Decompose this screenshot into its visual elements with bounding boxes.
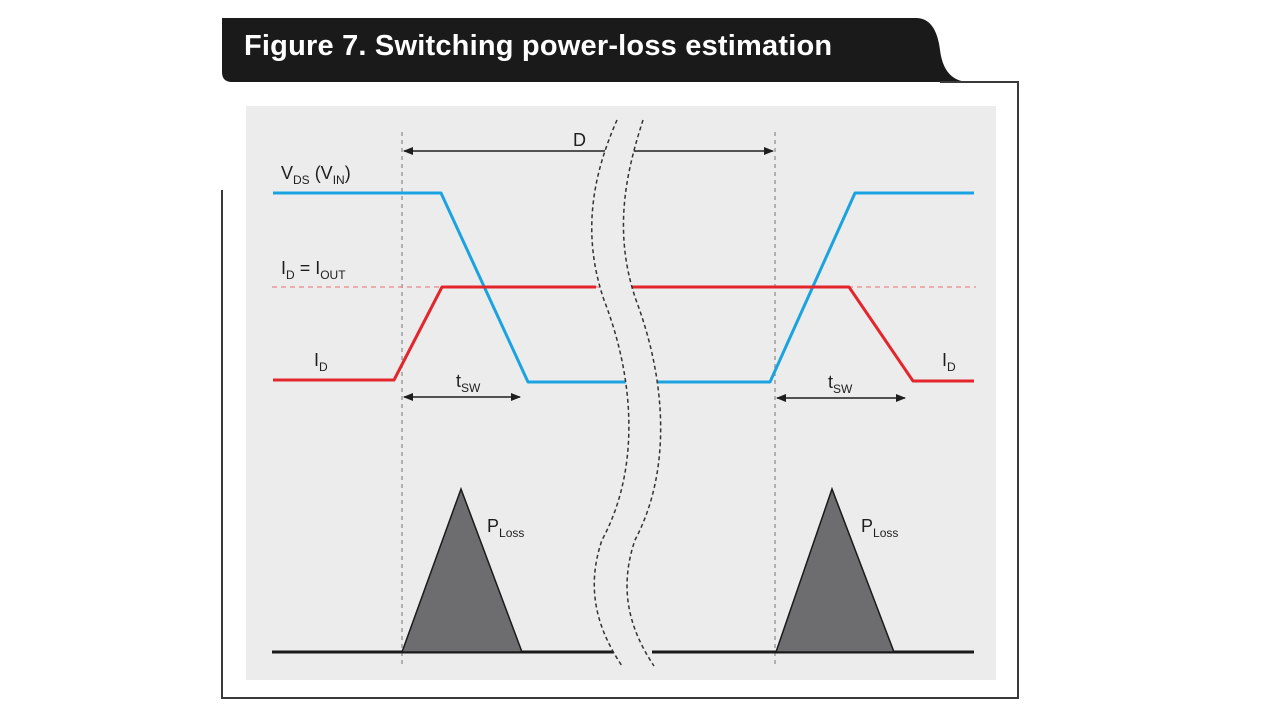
time-break-line-right — [622, 119, 662, 667]
ploss-right-label: PLoss — [861, 516, 898, 540]
ploss-left-label: PLoss — [487, 516, 524, 540]
time-break-band — [591, 120, 661, 666]
id-waveform-right — [622, 285, 974, 383]
id-right-label: ID — [942, 350, 956, 374]
id-equals-iout-label: ID = IOUT — [281, 258, 346, 282]
figure-frame — [221, 81, 1019, 699]
tsw-right-label: tSW — [828, 372, 853, 396]
figure-title: Figure 7. Switching power-loss estimatio… — [244, 30, 833, 62]
ploss-triangle-right — [774, 486, 896, 653]
duty-label: D — [573, 130, 586, 150]
id-left-label: ID — [314, 350, 328, 374]
time-break-line-left — [591, 119, 630, 667]
ploss-triangle-left — [400, 486, 524, 653]
vds-label: VDS (VIN) — [281, 163, 351, 187]
id-waveform-left — [273, 285, 596, 382]
tsw-left-label: tSW — [456, 371, 481, 395]
